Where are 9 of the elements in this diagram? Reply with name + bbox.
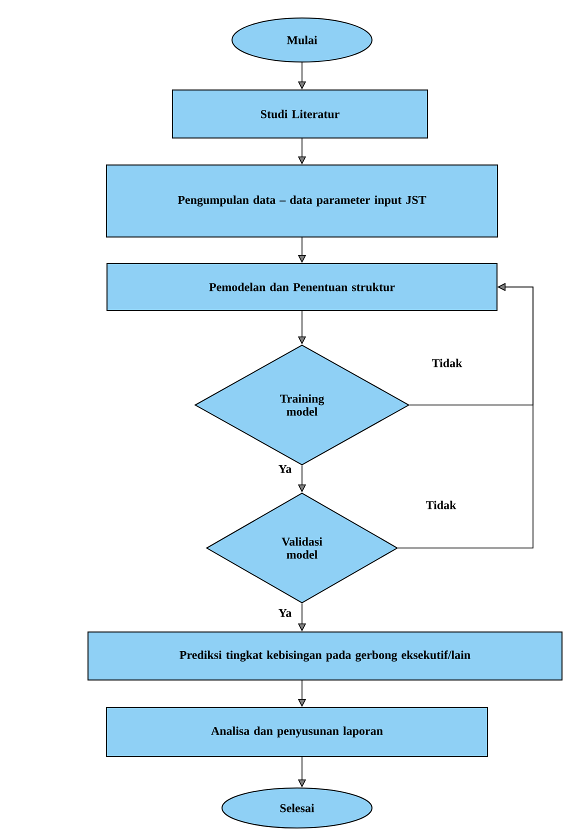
process-box: Prediksi tingkat kebisingan pada gerbong eksekutif/lain (88, 632, 562, 680)
edge-label: Tidak (424, 500, 458, 510)
edge-label: Tidak (430, 358, 464, 368)
edge-label: Ya (277, 464, 293, 474)
process-box: Pemodelan dan Penentuan struktur (106, 263, 498, 311)
edge-label: Ya (277, 608, 293, 618)
process-box: Studi Literatur (172, 90, 428, 138)
process-box: Analisa dan penyusunan laporan (106, 707, 488, 757)
process-box: Pengumpulan data – data parameter input JST (106, 164, 498, 238)
